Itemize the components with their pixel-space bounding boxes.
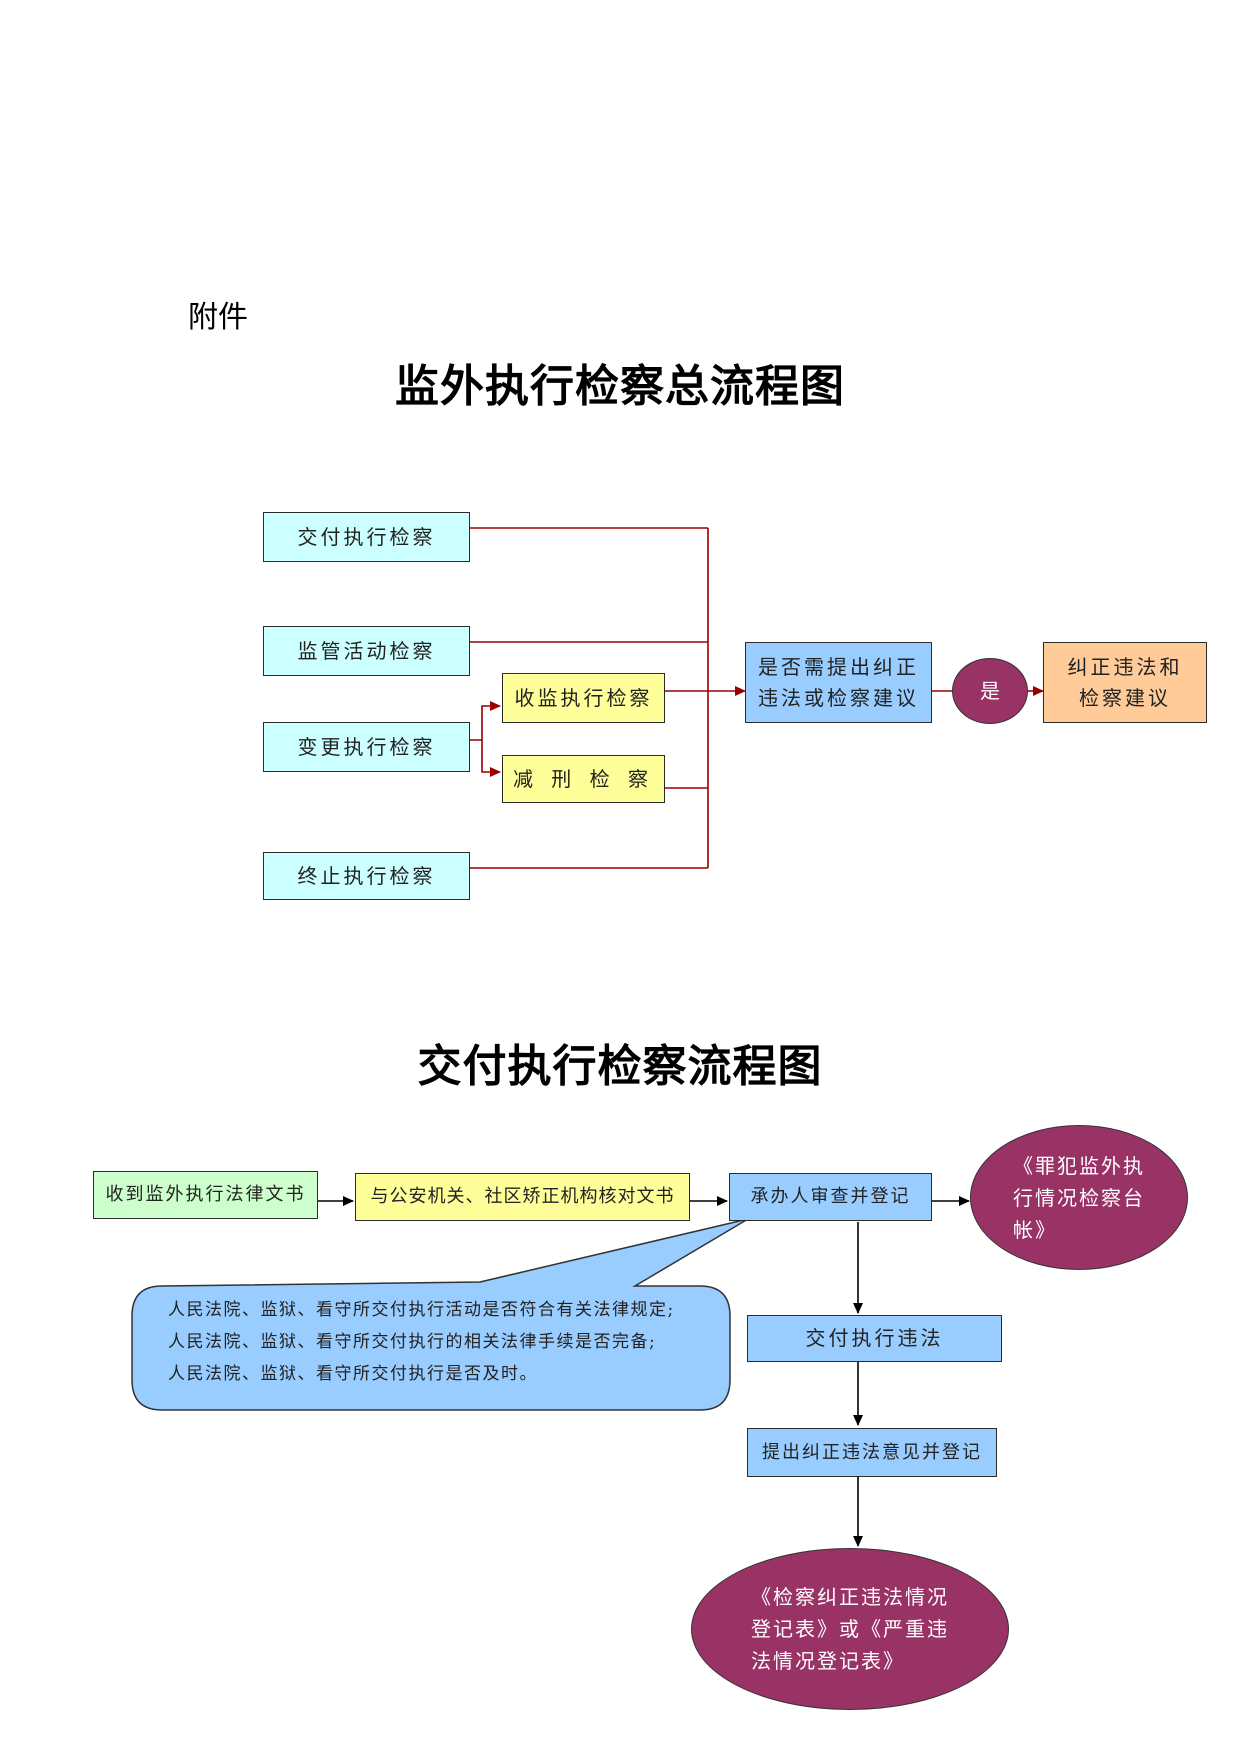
ledger-line-3: 帐》 (1013, 1217, 1057, 1242)
diagram2-connectors (318, 1196, 970, 1547)
callout-line-3: 人民法院、监狱、看守所交付执行是否及时。 (168, 1364, 538, 1384)
callout-text: 人民法院、监狱、看守所交付执行活动是否符合有关法律规定; 人民法院、监狱、看守所… (168, 1294, 675, 1390)
node-delivery-violation: 交付执行违法 (747, 1315, 1002, 1362)
node-supervision-check: 监管活动检察 (263, 626, 470, 676)
node-propose-correction: 提出纠正违法意见并登记 (747, 1428, 997, 1477)
diagram1-connectors (470, 527, 1044, 869)
callout-line-1: 人民法院、监狱、看守所交付执行活动是否符合有关法律规定; (168, 1300, 675, 1320)
node-reduction-check: 减 刑 检 察 (502, 755, 665, 803)
forms-line-2: 登记表》或《严重违 (751, 1617, 949, 1641)
callout-bubble (131, 1218, 749, 1411)
attachment-label: 附件 (188, 300, 248, 335)
arrow-to-reduction (481, 740, 501, 777)
arrow-to-admission (470, 701, 501, 741)
forms-line-1: 《检察纠正违法情况 (751, 1585, 949, 1609)
node-delivery-check: 交付执行检察 (263, 512, 470, 562)
node-forms: 《检察纠正违法情况 登记表》或《严重违 法情况登记表》 (691, 1548, 1009, 1710)
node-decision: 是否需提出纠正违法或检察建议 (745, 642, 932, 723)
node-admission-check: 收监执行检察 (502, 673, 665, 723)
node-termination-check: 终止执行检察 (263, 852, 470, 900)
node-verify-documents: 与公安机关、社区矫正机构核对文书 (355, 1173, 690, 1221)
diagram1-title: 监外执行检察总流程图 (395, 361, 845, 412)
node-correct: 纠正违法和检察建议 (1043, 642, 1207, 723)
node-review-register: 承办人审查并登记 (729, 1173, 932, 1221)
node-receive-documents: 收到监外执行法律文书 (93, 1171, 318, 1219)
callout-line-2: 人民法院、监狱、看守所交付执行的相关法律手续是否完备; (168, 1332, 657, 1352)
forms-line-3: 法情况登记表》 (751, 1649, 905, 1673)
diagram2-title: 交付执行检察流程图 (417, 1041, 823, 1092)
node-change-check: 变更执行检察 (263, 722, 470, 772)
node-ledger: 《罪犯监外执 行情况检察台 帐》 (970, 1125, 1188, 1270)
ledger-line-2: 行情况检察台 (1013, 1185, 1145, 1210)
node-yes: 是 (952, 658, 1028, 724)
ledger-line-1: 《罪犯监外执 (1013, 1153, 1145, 1178)
